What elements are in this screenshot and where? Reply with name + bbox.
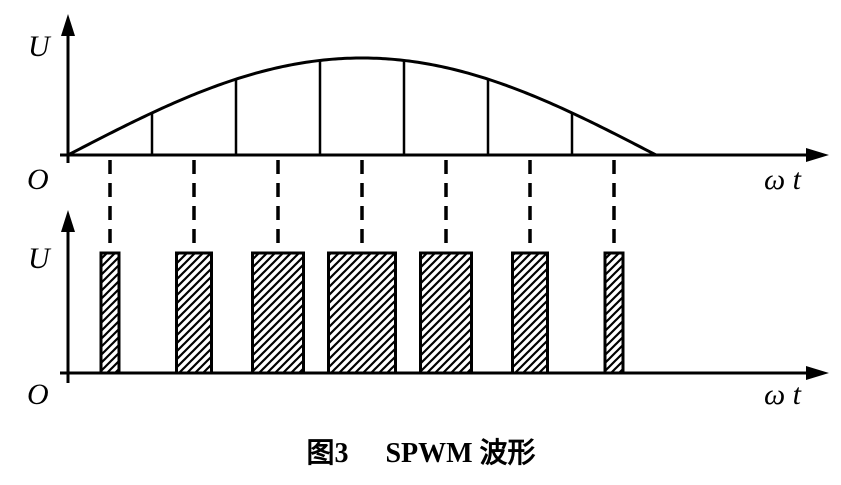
pwm-pulse: [175, 251, 213, 375]
top-y-axis-arrow: [61, 14, 75, 36]
top-x-axis-arrow: [806, 148, 829, 162]
bottom-y-axis-label: U: [28, 242, 52, 275]
bottom-origin-label: O: [27, 378, 49, 411]
bottom-plot-axes: [60, 210, 829, 383]
waveform-geometry: [67, 56, 657, 375]
top-origin-label: O: [27, 163, 49, 196]
pwm-pulse: [511, 251, 549, 375]
top-y-axis-label: U: [28, 30, 52, 63]
pwm-pulse: [603, 251, 625, 375]
figure-caption: 图3 SPWM 波形: [306, 437, 535, 469]
top-plot-axes: [60, 14, 829, 163]
figure-title: SPWM 波形: [385, 437, 535, 469]
pwm-pulse: [251, 251, 305, 375]
figure-number: 图3: [306, 438, 348, 469]
pwm-pulse: [327, 251, 397, 375]
pwm-pulse: [99, 251, 121, 375]
bottom-x-axis-arrow: [806, 366, 829, 380]
pwm-pulse: [419, 251, 473, 375]
bottom-y-axis-arrow: [61, 210, 75, 232]
bottom-x-axis-label: ω t: [764, 378, 802, 411]
sine-half-wave: [67, 56, 657, 157]
top-x-axis-label: ω t: [764, 163, 802, 196]
